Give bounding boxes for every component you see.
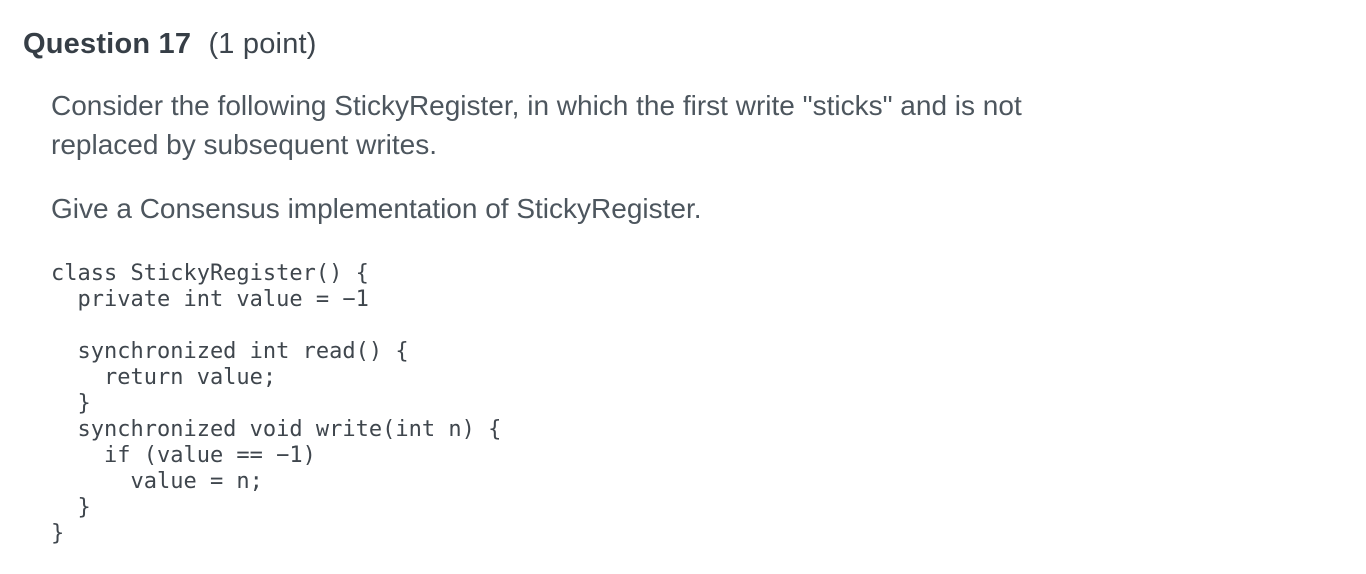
intro-paragraph-line-1: Consider the following StickyRegister, i… — [51, 90, 1022, 121]
code-block: class StickyRegister() { private int val… — [51, 261, 502, 546]
intro-paragraph-line-2: replaced by subsequent writes. — [51, 129, 437, 160]
intro-paragraph: Consider the following StickyRegister, i… — [51, 86, 1326, 164]
question-body: Consider the following StickyRegister, i… — [23, 86, 1326, 547]
task-paragraph: Give a Consensus implementation of Stick… — [51, 193, 702, 224]
question-title: Question 17 — [23, 28, 192, 60]
question-header: Question 17 (1 point) — [23, 26, 1326, 62]
question-points: (1 point) — [208, 28, 317, 60]
